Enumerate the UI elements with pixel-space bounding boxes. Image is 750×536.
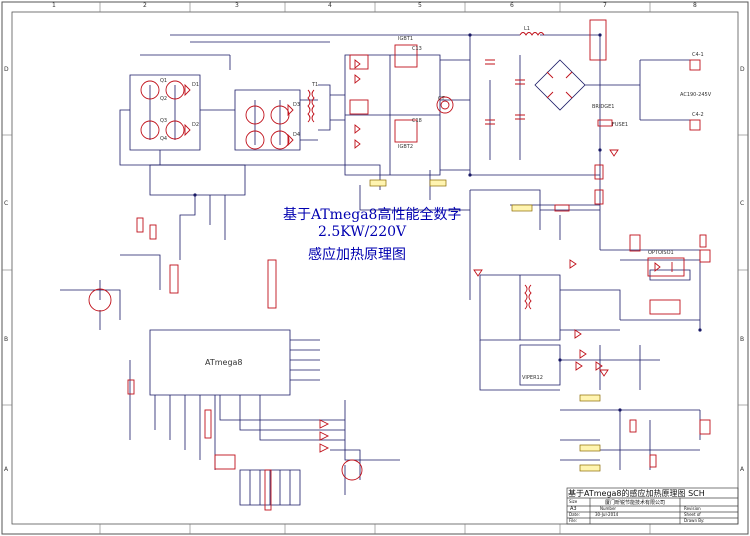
- label-fuse: FUSE1: [612, 122, 629, 128]
- work-coil: [436, 96, 454, 114]
- border-row-c-right: C: [740, 200, 745, 207]
- transistor-q2: [165, 80, 185, 100]
- label-ac-input: AC190-245V: [680, 92, 712, 98]
- border-col-4: 4: [328, 2, 332, 9]
- border-row-c: C: [4, 200, 9, 207]
- footer-file-label: File:: [569, 518, 578, 523]
- transistor-q4: [165, 120, 185, 140]
- transistor-q6: [270, 105, 290, 125]
- border-col-8: 8: [693, 2, 697, 9]
- label-d3: D3: [293, 102, 301, 108]
- label-l1: L1: [524, 26, 530, 32]
- led-group: [319, 419, 330, 453]
- transistor-q1: [140, 80, 160, 100]
- label-q4: Q4: [160, 136, 168, 142]
- label-igbt2: IGBT2: [398, 144, 414, 150]
- regulator: [649, 299, 681, 315]
- inductor-l1: [519, 32, 545, 36]
- net-flags: [369, 179, 601, 472]
- border-row-b-right: B: [740, 336, 745, 343]
- label-d2: D2: [192, 122, 200, 128]
- diagram-title-line3: 感应加热原理图: [308, 247, 406, 263]
- label-t1: T1: [312, 82, 319, 88]
- footer-size-value: A3: [570, 506, 577, 512]
- inner-border: [11, 11, 739, 525]
- border-col-2: 2: [143, 2, 147, 9]
- label-optocoupler: OPTOISO1: [648, 250, 674, 256]
- transistor-q3: [140, 120, 160, 140]
- transistor-q5: [245, 105, 265, 125]
- label-q1: Q1: [160, 78, 168, 84]
- footer-block: [566, 487, 739, 525]
- border-col-3: 3: [235, 2, 239, 9]
- transformer-t1: [307, 89, 315, 123]
- border-row-d: D: [4, 66, 9, 73]
- label-d1: D1: [192, 82, 200, 88]
- border-col-7: 7: [603, 2, 607, 9]
- footer-date-label: Date:: [569, 512, 580, 517]
- transistor-bottom: [341, 459, 363, 481]
- footer-number-label: Number: [600, 506, 617, 511]
- transistor-q8: [270, 130, 290, 150]
- wiring: [60, 34, 701, 506]
- transistor-q7: [245, 130, 265, 150]
- label-c18: C18: [412, 118, 422, 124]
- footer-drawn-label: Drawn By:: [684, 518, 705, 523]
- diagram-title-line2: 2.5KW/220V: [318, 224, 407, 240]
- fuse1: [597, 119, 613, 127]
- label-igbt1: IGBT1: [398, 36, 414, 42]
- label-viper: VIPER12: [522, 375, 543, 381]
- label-mcu: ATmega8: [205, 358, 243, 367]
- footer-date-value: 30-Jul-2014: [595, 512, 619, 517]
- optocoupler: [647, 257, 685, 277]
- footer-sheet-label: Sheet of: [684, 512, 701, 517]
- column-ticks: [99, 2, 651, 534]
- label-c41: C4-1: [692, 52, 704, 58]
- transistor-left: [88, 288, 112, 312]
- label-d4: D4: [293, 132, 301, 138]
- label-c42: C4-2: [692, 112, 704, 118]
- border-row-a: A: [4, 466, 9, 473]
- diagram-title-line1: 基于ATmega8高性能全数字: [283, 207, 462, 223]
- bridge-rectifier: [546, 71, 573, 99]
- footer-company: 厦门昕锐节能技术有限公司: [605, 500, 666, 506]
- components-red: [88, 19, 711, 511]
- label-ct: CT: [438, 96, 445, 102]
- footer-size-label: Size: [569, 499, 578, 504]
- label-q2: Q2: [160, 96, 168, 102]
- footer-revision-label: Revision: [684, 506, 701, 511]
- igbt2: [394, 119, 418, 143]
- junction-dots: [193, 33, 702, 412]
- border-row-b: B: [4, 336, 9, 343]
- border-col-5: 5: [418, 2, 422, 9]
- border-row-d-right: D: [740, 66, 745, 73]
- border-row-a-right: A: [740, 466, 745, 473]
- label-c13: C13: [412, 46, 422, 52]
- footer-title: 基于ATmega8的感应加热原理图 SCH: [568, 489, 705, 498]
- label-q3: Q3: [160, 118, 168, 124]
- border-col-1: 1: [52, 2, 56, 9]
- row-ticks: [2, 134, 748, 406]
- label-bridge: BRIDGE1: [592, 104, 615, 110]
- igbt1: [394, 44, 418, 68]
- border-col-6: 6: [510, 2, 514, 9]
